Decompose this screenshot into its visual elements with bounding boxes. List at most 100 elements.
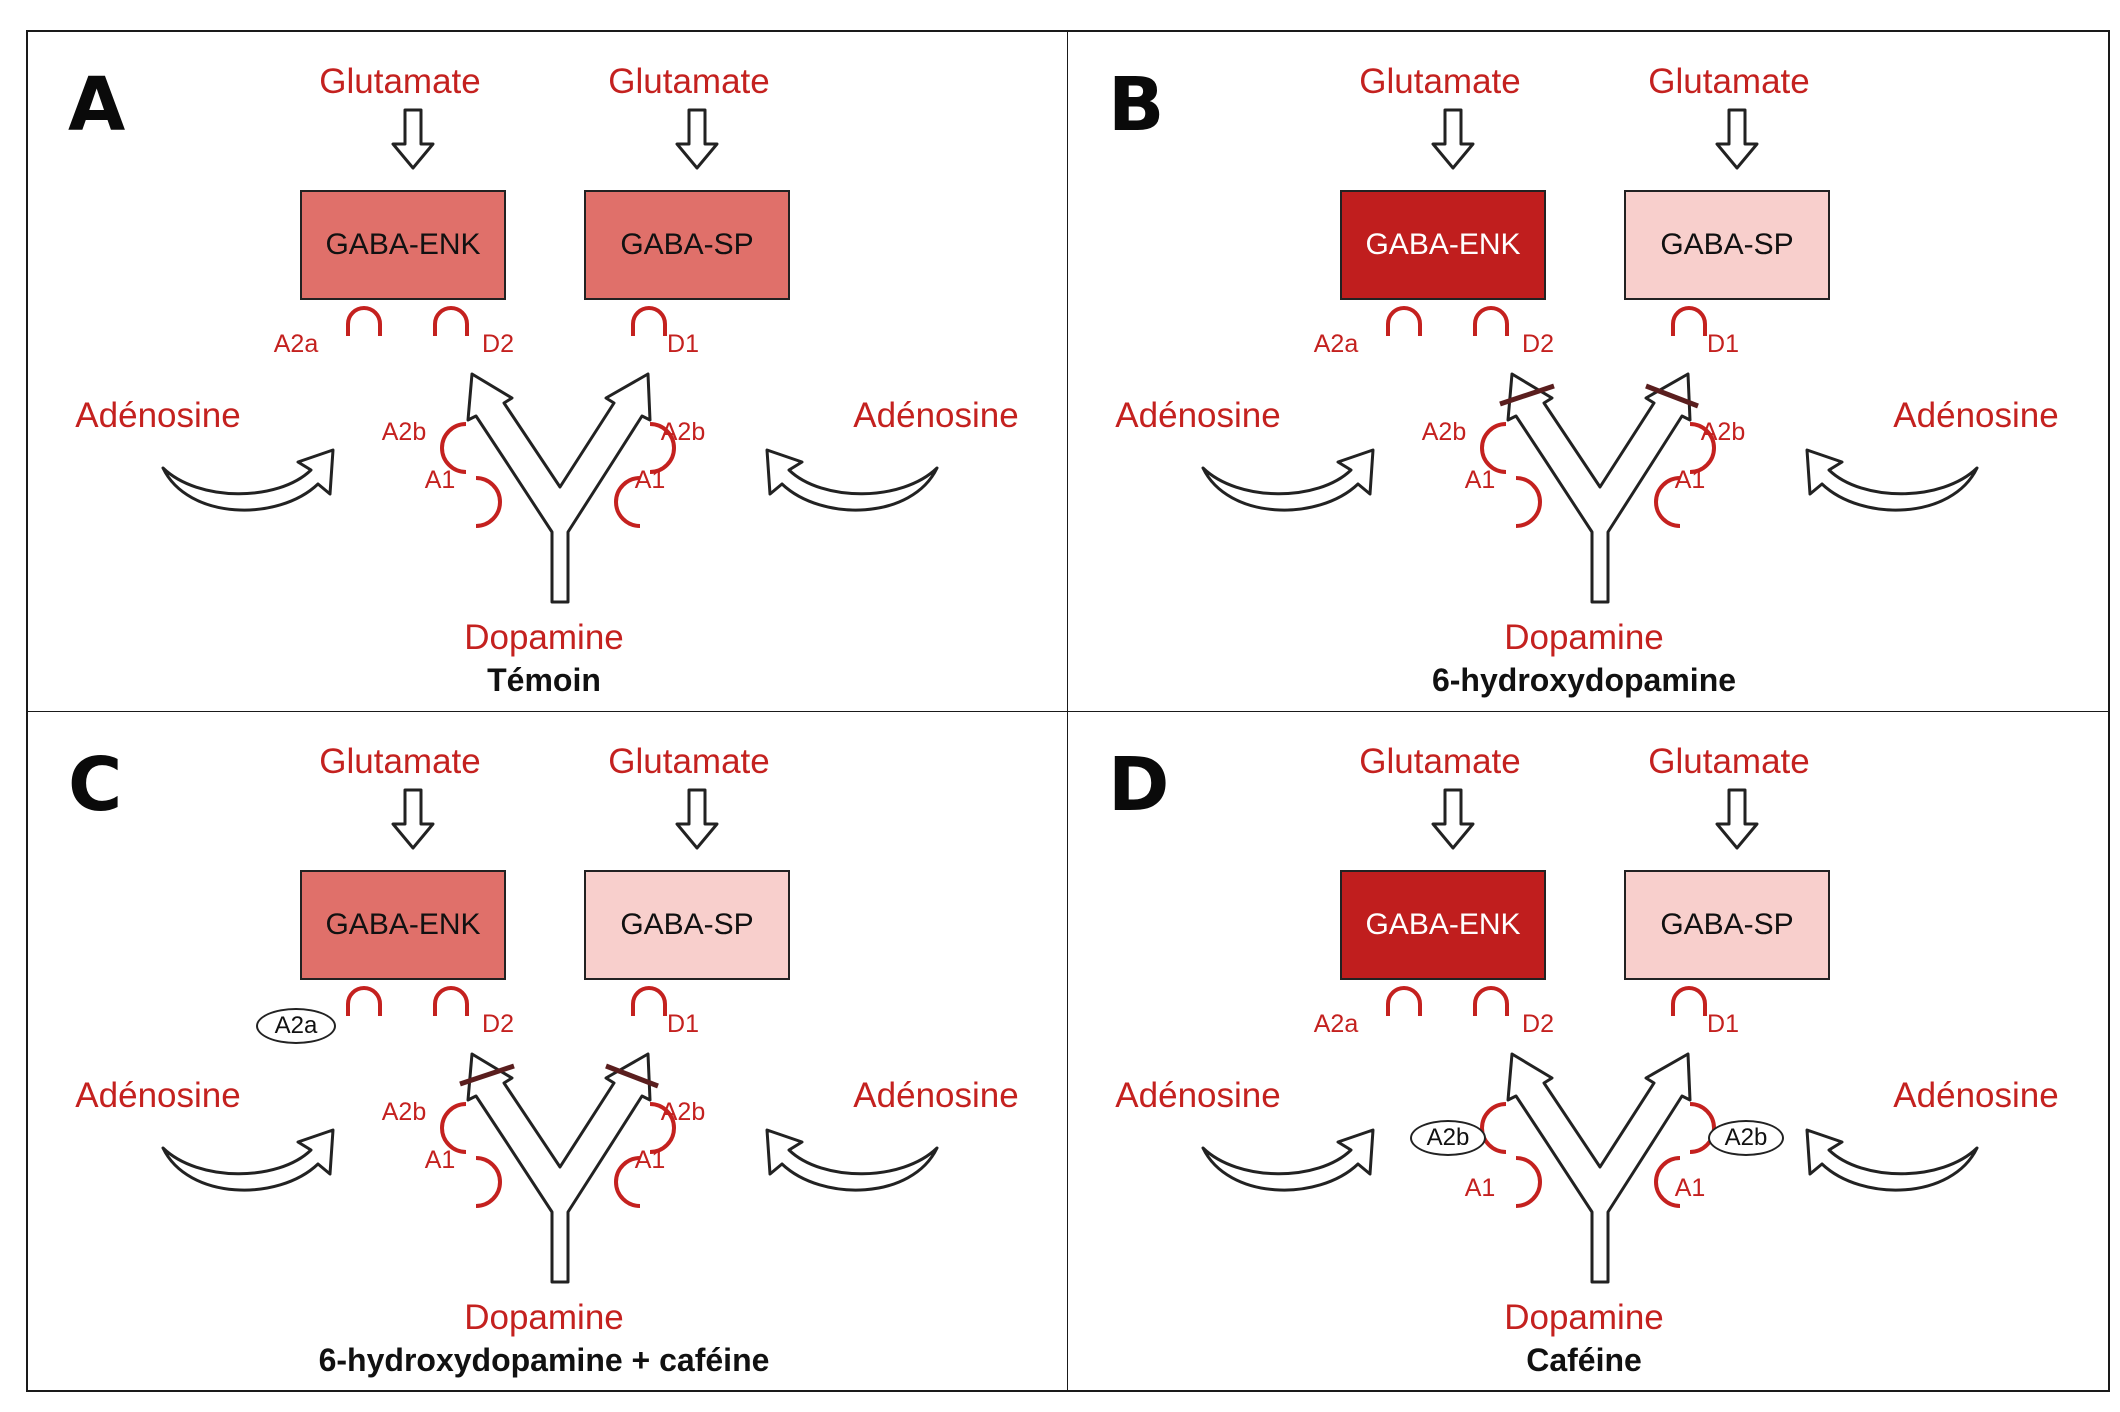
- label-a1-right: A1: [1674, 466, 1706, 494]
- gaba-sp-box: GABA-SP: [584, 190, 790, 300]
- label-a2b-left: A2b: [381, 1098, 427, 1126]
- panel-letter: A: [68, 62, 126, 148]
- dopamine-block-left: [459, 1063, 515, 1087]
- gaba-enk-box: GABA-ENK: [300, 870, 506, 980]
- label-a2a: A2a: [1313, 330, 1359, 358]
- glutamate-label-left: Glutamate: [319, 742, 481, 781]
- glutamate-label-left: Glutamate: [1359, 62, 1521, 101]
- gaba-enk-box: GABA-ENK: [300, 190, 506, 300]
- label-a1-left: A1: [424, 466, 456, 494]
- receptor-a2b-left: [1480, 422, 1507, 474]
- figure-frame: A Glutamate Glutamate GABA-ENK GABA-SP A…: [26, 30, 2110, 1392]
- glutamate-arrow-left: [1431, 108, 1475, 170]
- dopamine-block-right: [605, 1063, 659, 1089]
- glutamate-arrow-right: [675, 108, 719, 170]
- receptor-d1: [1671, 306, 1707, 336]
- adenosine-arrow-left: [1201, 448, 1375, 512]
- receptor-d2: [1473, 306, 1509, 336]
- label-d1: D1: [667, 1010, 699, 1038]
- label-d1: D1: [1707, 330, 1739, 358]
- glutamate-arrow-left: [1431, 788, 1475, 850]
- label-a1-right: A1: [634, 1146, 666, 1174]
- panel-caption: 6-hydroxydopamine: [1431, 662, 1737, 698]
- receptor-a2b-right: [1689, 422, 1716, 474]
- glutamate-label-right: Glutamate: [608, 742, 770, 781]
- label-a2b-left-circled: A2b: [1410, 1120, 1486, 1156]
- panel-c: C Glutamate Glutamate GABA-ENK GABA-SP A…: [28, 712, 1068, 1392]
- panel-caption: 6-hydroxydopamine + caféine: [318, 1342, 770, 1378]
- adenosine-arrow-right: [1805, 448, 1979, 512]
- glutamate-label-left: Glutamate: [1359, 742, 1521, 781]
- receptor-a2a: [1386, 306, 1422, 336]
- receptor-a2a: [346, 306, 382, 336]
- glutamate-arrow-left: [391, 788, 435, 850]
- label-a2a: A2a: [273, 330, 319, 358]
- panel-b: B Glutamate Glutamate GABA-ENK GABA-SP A…: [1068, 32, 2108, 712]
- adenosine-label-left: Adénosine: [1115, 396, 1281, 435]
- receptor-a1-right: [1654, 476, 1681, 528]
- dopamine-neuron: [1506, 372, 1692, 604]
- receptor-a1-left: [1515, 476, 1542, 528]
- panel-letter: B: [1108, 62, 1165, 148]
- label-d1: D1: [667, 330, 699, 358]
- label-d2: D2: [1522, 330, 1554, 358]
- panel-d-graphics: [1201, 788, 1979, 1284]
- glutamate-arrow-right: [1715, 108, 1759, 170]
- panel-caption: Témoin: [487, 662, 601, 698]
- receptor-d1: [1671, 986, 1707, 1016]
- glutamate-arrow-left: [391, 108, 435, 170]
- glutamate-label-right: Glutamate: [608, 62, 770, 101]
- label-a2b-right: A2b: [660, 418, 706, 446]
- receptor-a2b-left: [1480, 1102, 1507, 1154]
- label-d2: D2: [482, 330, 514, 358]
- adenosine-arrow-right: [765, 1128, 939, 1192]
- adenosine-label-right: Adénosine: [853, 396, 1019, 435]
- dopamine-label: Dopamine: [1504, 1298, 1664, 1337]
- label-a2b-right: A2b: [1700, 418, 1746, 446]
- adenosine-arrow-right: [1805, 1128, 1979, 1192]
- receptor-a1-left: [475, 476, 502, 528]
- adenosine-arrow-left: [1201, 1128, 1375, 1192]
- adenosine-label-left: Adénosine: [75, 1076, 241, 1115]
- receptor-a2a: [346, 986, 382, 1016]
- label-a2b-left: A2b: [381, 418, 427, 446]
- receptor-d2: [433, 306, 469, 336]
- label-a2a: A2a: [1313, 1010, 1359, 1038]
- glutamate-label-right: Glutamate: [1648, 62, 1810, 101]
- receptor-a1-left: [1515, 1156, 1542, 1208]
- label-d2: D2: [482, 1010, 514, 1038]
- label-a2b-right: A2b: [660, 1098, 706, 1126]
- label-a2b-right-circled: A2b: [1708, 1120, 1784, 1156]
- glutamate-label-right: Glutamate: [1648, 742, 1810, 781]
- receptor-a1-right: [614, 476, 641, 528]
- receptor-a2b-left: [440, 1102, 467, 1154]
- gaba-sp-box: GABA-SP: [1624, 870, 1830, 980]
- panel-d: D Glutamate Glutamate GABA-ENK GABA-SP A…: [1068, 712, 2108, 1392]
- adenosine-arrow-left: [161, 448, 335, 512]
- adenosine-label-right: Adénosine: [853, 1076, 1019, 1115]
- adenosine-arrow-left: [161, 1128, 335, 1192]
- gaba-sp-box: GABA-SP: [584, 870, 790, 980]
- receptor-a2b-right: [649, 1102, 676, 1154]
- glutamate-label-left: Glutamate: [319, 62, 481, 101]
- dopamine-label: Dopamine: [464, 1298, 624, 1337]
- dopamine-block-left: [1499, 383, 1555, 407]
- panel-a: A Glutamate Glutamate GABA-ENK GABA-SP A…: [28, 32, 1068, 712]
- receptor-d1: [631, 986, 667, 1016]
- dopamine-label: Dopamine: [1504, 618, 1664, 657]
- label-a1-right: A1: [634, 466, 666, 494]
- panel-letter: D: [1108, 742, 1170, 828]
- receptor-a2b-left: [440, 422, 467, 474]
- adenosine-label-left: Adénosine: [1115, 1076, 1281, 1115]
- label-d2: D2: [1522, 1010, 1554, 1038]
- adenosine-label-right: Adénosine: [1893, 396, 2059, 435]
- label-a1-left: A1: [1464, 1174, 1496, 1202]
- receptor-a1-right: [614, 1156, 641, 1208]
- adenosine-label-right: Adénosine: [1893, 1076, 2059, 1115]
- receptor-d2: [433, 986, 469, 1016]
- receptor-d2: [1473, 986, 1509, 1016]
- glutamate-arrow-right: [675, 788, 719, 850]
- label-a1-right: A1: [1674, 1174, 1706, 1202]
- panel-caption: Caféine: [1526, 1342, 1642, 1378]
- label-d1: D1: [1707, 1010, 1739, 1038]
